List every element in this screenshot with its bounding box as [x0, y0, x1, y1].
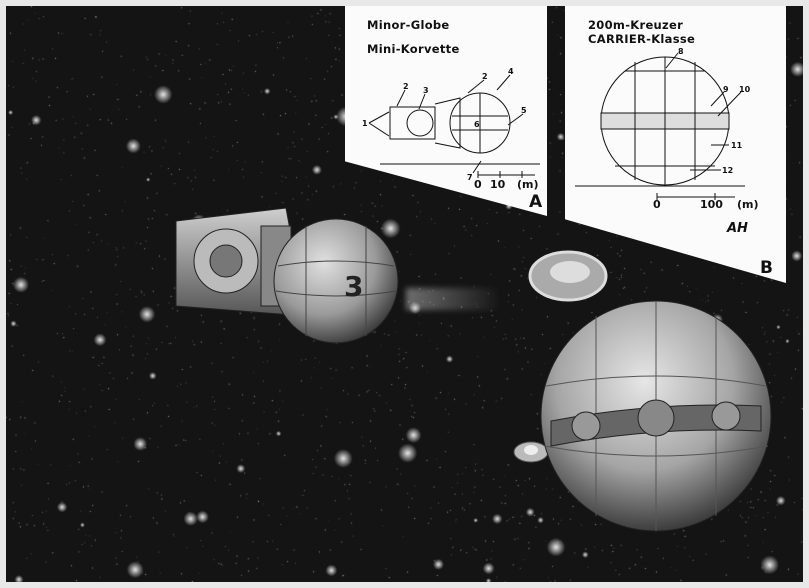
carrier-schematic: 8 9 10 11 12 — [575, 47, 751, 200]
panel-b-title: 200m-Kreuzer — [588, 18, 684, 32]
callout-6: 6 — [474, 120, 480, 129]
scale-a-zero: 0 — [474, 178, 482, 191]
mini-corvette-ship: 3 — [175, 207, 399, 344]
callout-11: 11 — [731, 141, 743, 150]
disc-ship — [528, 250, 608, 302]
callout-4: 4 — [508, 67, 514, 76]
panel-b-subtitle: CARRIER-Klasse — [588, 32, 696, 46]
scale-a-mark: 10 — [490, 178, 506, 191]
callout-12: 12 — [722, 166, 733, 175]
callout-3: 3 — [423, 86, 429, 95]
panel-a-letter: A — [529, 192, 543, 212]
carrier-ship — [540, 300, 772, 532]
callout-2b: 2 — [482, 72, 488, 81]
panel-a-subtitle: Mini-Korvette — [367, 42, 460, 56]
callout-7: 7 — [467, 173, 473, 182]
callout-8: 8 — [678, 47, 684, 56]
space-illustration: 3 Minor-Globe Mini-Korvette — [6, 6, 803, 582]
engine-trail — [406, 288, 501, 310]
scale-b-zero: 0 — [653, 198, 661, 211]
artist-signature: AH — [727, 221, 748, 236]
callout-2: 2 — [403, 82, 409, 91]
small-saucer — [513, 441, 549, 463]
scale-a-unit: (m) — [517, 178, 539, 191]
scale-b-mark: 100 — [700, 198, 723, 211]
callout-10: 10 — [739, 85, 751, 94]
hull-number: 3 — [344, 270, 363, 303]
callout-9: 9 — [723, 85, 729, 94]
callout-1: 1 — [362, 119, 368, 128]
scale-b-unit: (m) — [737, 198, 759, 211]
panel-a-title: Minor-Globe — [367, 18, 450, 32]
callout-5: 5 — [521, 106, 527, 115]
corvette-schematic: 1 2 3 2 4 5 6 7 — [362, 67, 540, 182]
panel-b-letter: B — [760, 258, 773, 278]
